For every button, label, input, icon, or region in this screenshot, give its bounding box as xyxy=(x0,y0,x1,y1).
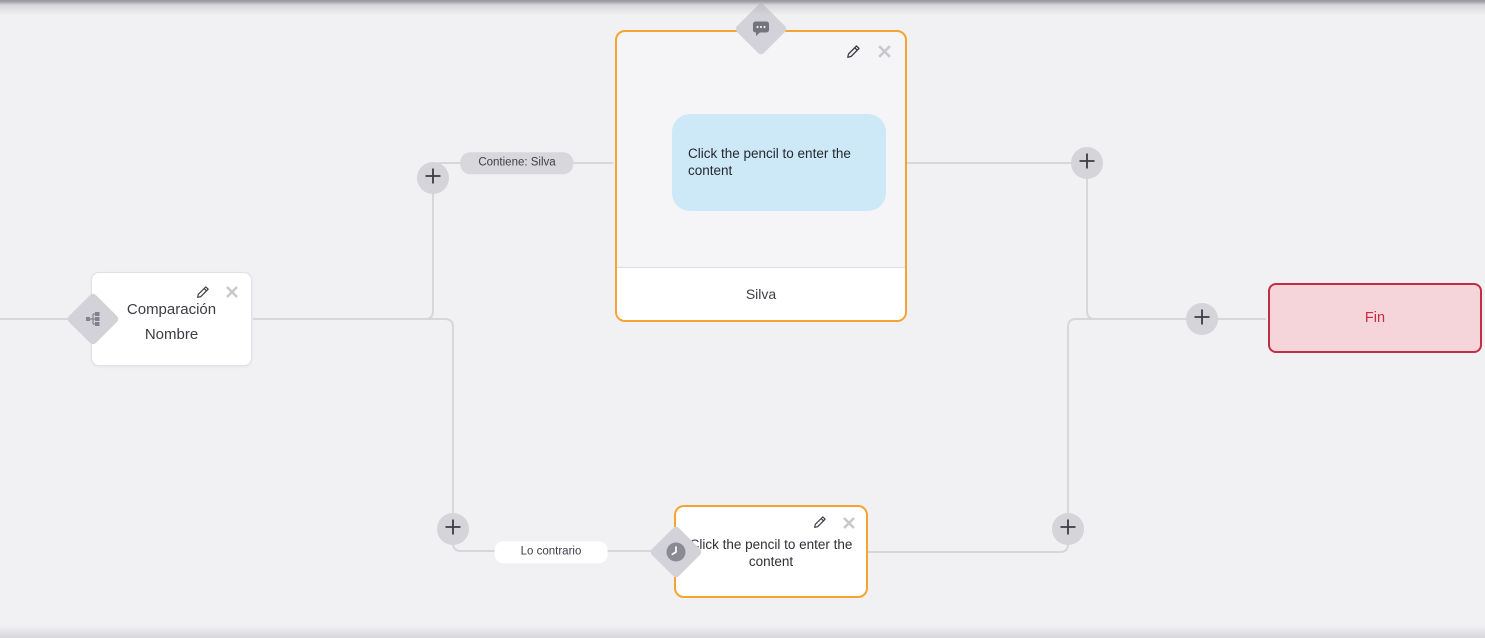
edit-pencil-button[interactable] xyxy=(845,43,861,59)
condition-title-line1: Comparación xyxy=(126,301,217,318)
close-button[interactable] xyxy=(224,284,240,300)
plus-icon xyxy=(1078,152,1096,175)
node-end[interactable]: Fin xyxy=(1268,283,1482,353)
close-icon xyxy=(226,286,238,298)
wait-text: Click the pencil to enter the content xyxy=(689,537,853,569)
edge-label-otherwise[interactable]: Lo contrario xyxy=(494,541,608,563)
edit-pencil-button[interactable] xyxy=(812,514,828,530)
edge-message-to-end xyxy=(907,162,1266,320)
edge-wait-to-end xyxy=(868,318,1096,553)
node-message[interactable]: Click the pencil to enter the content Si… xyxy=(615,30,907,322)
plus-icon xyxy=(1193,308,1211,331)
message-footer: Silva xyxy=(617,267,905,320)
close-button[interactable] xyxy=(876,43,892,59)
pencil-icon xyxy=(846,44,860,58)
close-icon xyxy=(877,44,891,58)
node-wait[interactable]: Click the pencil to enter the content xyxy=(674,505,868,598)
pencil-icon xyxy=(814,516,826,528)
add-node-button-before-end[interactable] xyxy=(1186,303,1218,335)
plus-icon xyxy=(1059,518,1077,541)
edge-label-contains[interactable]: Contiene: Silva xyxy=(460,152,574,174)
edit-pencil-button[interactable] xyxy=(195,284,211,300)
clock-icon xyxy=(666,542,687,563)
add-node-button-bottom-left[interactable] xyxy=(437,513,469,545)
message-footer-text: Silva xyxy=(745,286,777,302)
add-node-button-bottom-right[interactable] xyxy=(1052,513,1084,545)
condition-type-badge xyxy=(66,292,120,346)
message-bubble-text: Click the pencil to enter the content xyxy=(688,145,851,178)
branch-icon xyxy=(85,311,101,327)
close-icon xyxy=(843,517,855,529)
add-node-button-top-right[interactable] xyxy=(1071,147,1103,179)
plus-icon xyxy=(424,167,442,190)
add-node-button-top-left[interactable] xyxy=(417,162,449,194)
condition-title-line2: Nombre xyxy=(144,326,199,343)
edge-condition-to-wait xyxy=(253,318,652,552)
close-button[interactable] xyxy=(841,515,857,531)
edge-condition-to-message xyxy=(424,162,613,320)
chat-icon xyxy=(752,21,770,38)
end-label: Fin xyxy=(1364,310,1386,326)
plus-icon xyxy=(444,518,462,541)
message-type-badge xyxy=(734,2,788,56)
message-bubble: Click the pencil to enter the content xyxy=(672,114,886,211)
wait-type-badge xyxy=(649,525,703,579)
pencil-icon xyxy=(197,286,209,298)
